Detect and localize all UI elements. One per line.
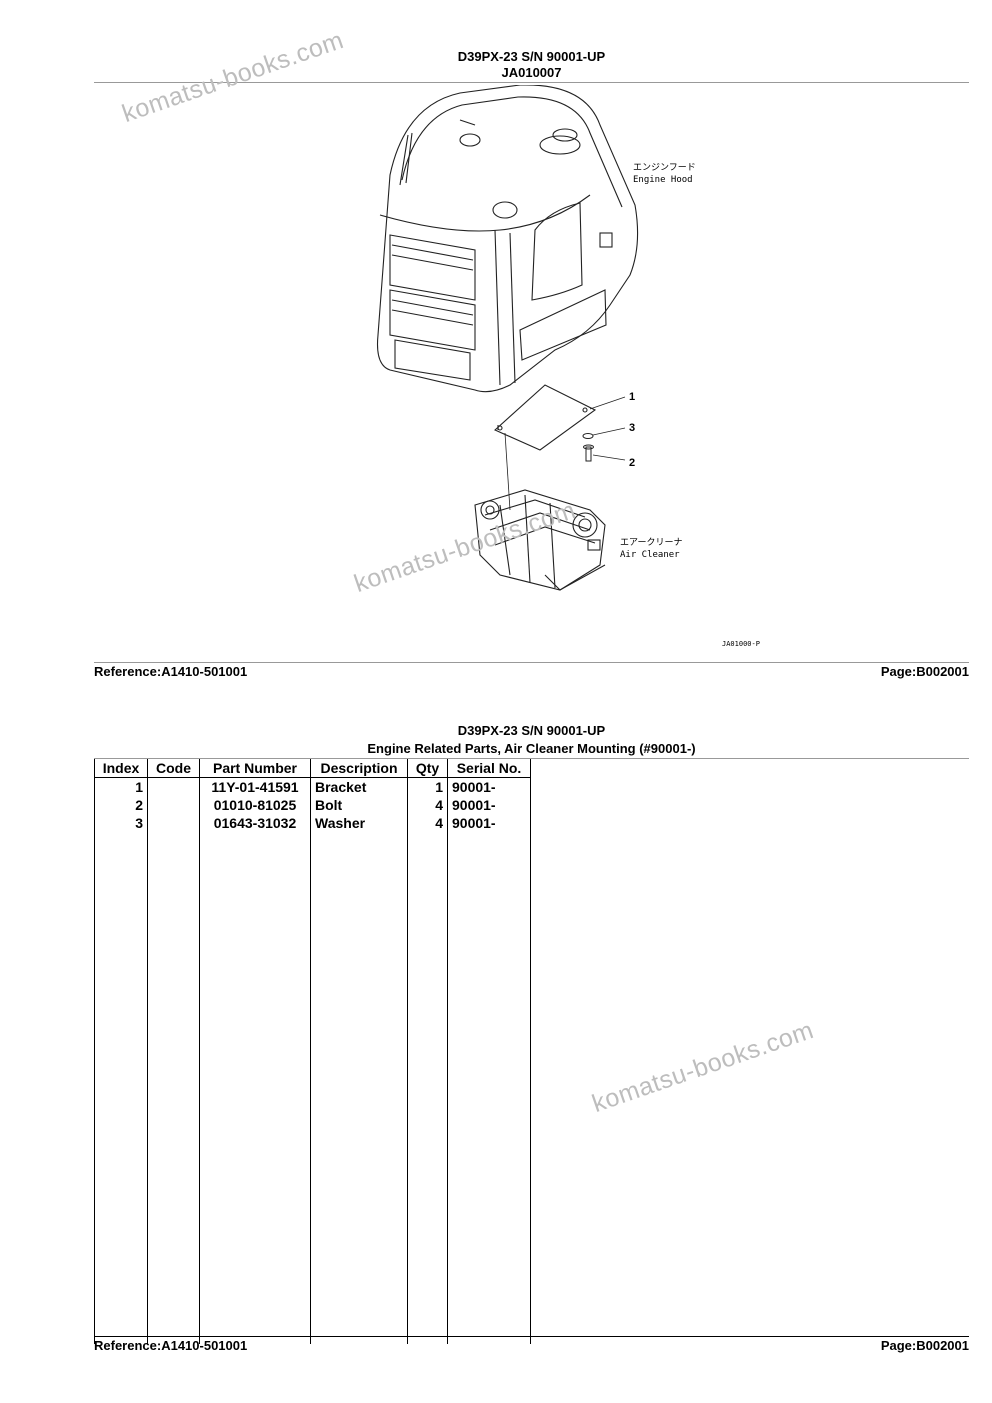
col-code: Code [147, 759, 200, 778]
washer-bolt-drawing [582, 433, 594, 462]
cell-description: Washer [310, 814, 408, 832]
cell-part-number: 01010-81025 [199, 796, 311, 814]
parts-reference: Reference:A1410-501001 [94, 1338, 248, 1353]
cell-serial: 90001- [447, 777, 531, 796]
header-divider [94, 82, 969, 83]
air-cleaner-jp-label: エアークリーナ [620, 537, 682, 548]
diagram-title: D39PX-23 S/N 90001-UP [457, 49, 606, 64]
cell-index: 1 [94, 777, 148, 796]
parts-table: Index Code Part Number Description Qty S… [94, 759, 531, 1344]
engine-hood-en-label: Engine Hood [633, 175, 693, 185]
cell-code [147, 814, 200, 832]
callout-2: 2 [629, 457, 635, 469]
cell-index: 2 [94, 796, 148, 814]
engine-hood-drawing [376, 85, 639, 393]
col-description: Description [310, 759, 408, 778]
table-row: 3 01643-31032 Washer 4 90001- [94, 814, 531, 832]
table-row: 2 01010-81025 Bolt 4 90001- [94, 796, 531, 814]
cell-qty: 4 [407, 814, 448, 832]
cell-qty: 4 [407, 796, 448, 814]
col-serial: Serial No. [447, 759, 531, 778]
col-qty: Qty [407, 759, 448, 778]
cell-description: Bracket [310, 777, 408, 796]
drawing-code: JA01000-P [722, 640, 760, 648]
parts-subtitle: Engine Related Parts, Air Cleaner Mounti… [367, 741, 696, 756]
cell-qty: 1 [407, 777, 448, 796]
footer-divider [94, 662, 969, 663]
parts-title: D39PX-23 S/N 90001-UP [457, 723, 606, 738]
air-cleaner-drawing [474, 489, 606, 591]
callout-1: 1 [629, 391, 635, 403]
diagram-page-number: Page:B002001 [880, 664, 969, 679]
callout-3: 3 [629, 422, 635, 434]
engine-hood-jp-label: エンジンフード [633, 163, 696, 173]
parts-header-divider [94, 758, 969, 759]
bracket-drawing [494, 384, 597, 511]
diagram-subtitle: JA010007 [501, 65, 562, 80]
table-header-row: Index Code Part Number Description Qty S… [94, 759, 531, 778]
table-row: 1 11Y-01-41591 Bracket 1 90001- [94, 777, 531, 796]
cell-serial: 90001- [447, 814, 531, 832]
watermark: komatsu-books.com [588, 1015, 818, 1119]
diagram-reference: Reference:A1410-501001 [94, 664, 248, 679]
table-filler-row [94, 832, 531, 1344]
cell-code [147, 777, 200, 796]
cell-part-number: 11Y-01-41591 [199, 777, 311, 796]
cell-part-number: 01643-31032 [199, 814, 311, 832]
parts-footer-divider [94, 1336, 969, 1337]
cell-serial: 90001- [447, 796, 531, 814]
col-part-number: Part Number [199, 759, 311, 778]
cell-description: Bolt [310, 796, 408, 814]
parts-page-number: Page:B002001 [880, 1338, 969, 1353]
cell-index: 3 [94, 814, 148, 832]
exploded-parts-diagram: 1 3 2 エンジンフード Engine Hood エアークリーナ Air Cl… [376, 85, 760, 648]
col-index: Index [94, 759, 148, 778]
air-cleaner-en-label: Air Cleaner [620, 550, 680, 560]
cell-code [147, 796, 200, 814]
